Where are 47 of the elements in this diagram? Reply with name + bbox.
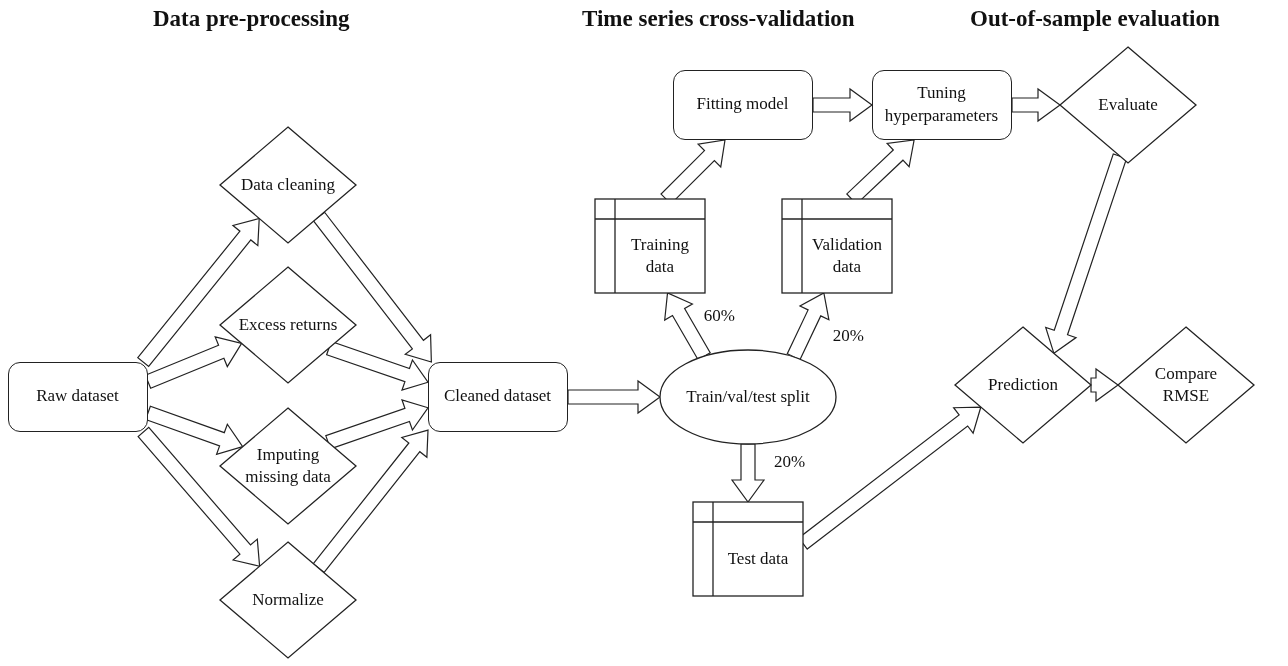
decision-diamond <box>1060 47 1196 163</box>
block-arrow <box>567 379 662 415</box>
process-box <box>8 362 148 432</box>
node-label: Compare RMSE <box>1153 362 1219 407</box>
decision-diamond <box>1118 327 1254 443</box>
block-arrow <box>1044 153 1128 355</box>
data-table <box>693 502 803 596</box>
block-arrow <box>812 87 874 123</box>
process-box <box>872 70 1012 140</box>
block-arrow <box>1011 87 1062 123</box>
decision-diamond <box>220 267 356 383</box>
block-arrow <box>325 398 429 450</box>
block-arrow <box>664 292 711 361</box>
node-label: Fitting model <box>696 93 789 116</box>
decision-diamond <box>220 127 356 243</box>
block-arrow <box>136 217 260 368</box>
block-arrow <box>137 426 261 567</box>
node-label: Tuning hyperparameters <box>883 82 1000 127</box>
node-label: Normalize <box>252 588 324 611</box>
node-label: Data cleaning <box>241 173 335 196</box>
block-arrow <box>730 443 766 504</box>
node-label: Excess returns <box>238 313 338 336</box>
node-label: Validation data <box>811 233 883 278</box>
block-arrow <box>1090 367 1120 403</box>
node-label: Test data <box>727 547 789 570</box>
node-label: Training data <box>630 233 690 278</box>
decision-diamond <box>220 542 356 658</box>
block-arrow <box>325 340 429 392</box>
node-label: Prediction <box>988 373 1058 396</box>
node-label: Imputing missing data <box>244 443 332 488</box>
data-table <box>595 199 705 293</box>
decision-diamond <box>955 327 1091 443</box>
section-heading: Out-of-sample evaluation <box>970 6 1220 32</box>
block-arrow <box>786 292 830 361</box>
process-ellipse <box>660 350 836 444</box>
block-arrow <box>312 211 432 363</box>
process-box <box>673 70 813 140</box>
section-heading: Data pre-processing <box>153 6 350 32</box>
process-box <box>428 362 568 432</box>
node-label: Evaluate <box>1098 93 1158 116</box>
decision-diamond <box>220 408 356 524</box>
node-label: Train/val/test split <box>686 385 810 408</box>
section-heading: Time series cross-validation <box>582 6 855 32</box>
block-arrow <box>312 429 429 574</box>
node-label: Cleaned dataset <box>443 385 552 408</box>
data-table <box>782 199 892 293</box>
node-label: Raw dataset <box>36 385 119 408</box>
